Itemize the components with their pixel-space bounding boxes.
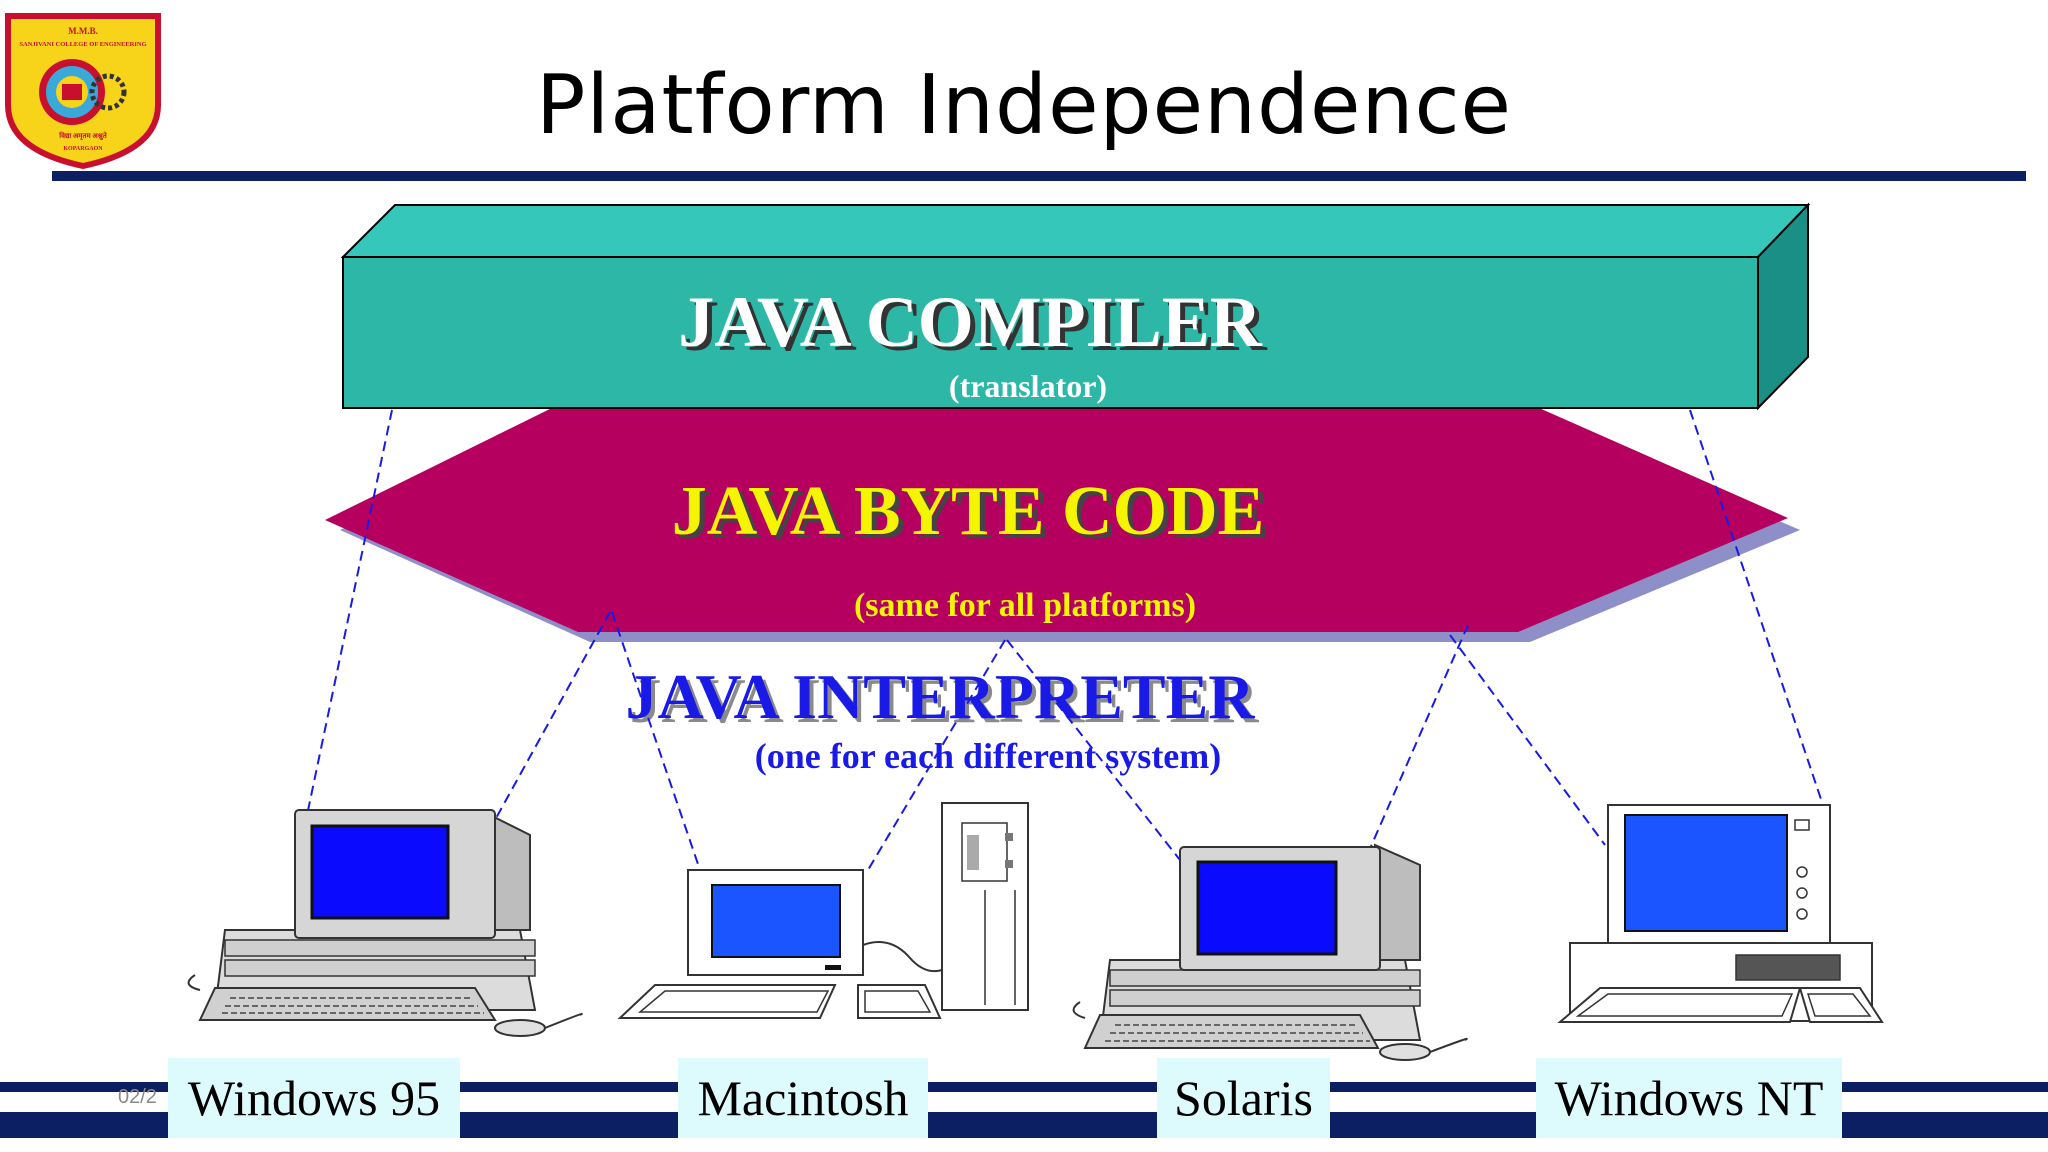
logo-motto-text: विद्या अमृतम अश्नुते (58, 131, 107, 141)
compiler-subtitle: (translator) (949, 368, 1107, 404)
computer-solaris (1072, 843, 1468, 1061)
connector-lines (305, 409, 1829, 871)
interpreter-title: JAVA INTERPRETER (626, 661, 1256, 732)
interpreter-subtitle: (one for each different system) (755, 736, 1222, 776)
slide-title: Platform Independence (535, 58, 1512, 153)
college-logo: M.M.B. SANJIVANI COLLEGE OF ENGINEERING … (5, 13, 161, 170)
platform-label-windows95: Windows 95 (168, 1058, 460, 1138)
bytecode-hexagon (325, 404, 1788, 632)
logo-name-text: SANJIVANI COLLEGE OF ENGINEERING (19, 41, 146, 48)
compiler-box-top (340, 204, 1811, 258)
bytecode-subtitle: (same for all platforms) (854, 587, 1196, 624)
logo-bottom-text: KOPARGAON (63, 146, 103, 152)
platform-label-macintosh: Macintosh (678, 1058, 928, 1138)
bytecode-title: JAVA BYTE CODE (672, 473, 1265, 550)
compiler-box-front (342, 256, 1759, 409)
computer-macintosh (617, 802, 1029, 1019)
interpreter-title-shadow: JAVA INTERPRETER (630, 665, 1260, 736)
logo-top-text: M.M.B. (68, 26, 98, 36)
title-underline (52, 171, 2026, 181)
bytecode-title-shadow: JAVA BYTE CODE (677, 477, 1270, 554)
footer-bar-top (0, 1082, 2048, 1092)
computer-windows-nt (1557, 804, 1884, 1023)
page-number: 02/2 (118, 1086, 157, 1108)
compiler-title: JAVA COMPILER (678, 282, 1262, 362)
platform-label-solaris: Solaris (1157, 1058, 1330, 1138)
platform-label-windows-nt: Windows NT (1536, 1058, 1842, 1138)
compiler-title-shadow: JAVA COMPILER (683, 286, 1267, 366)
computer-windows95 (187, 809, 583, 1037)
